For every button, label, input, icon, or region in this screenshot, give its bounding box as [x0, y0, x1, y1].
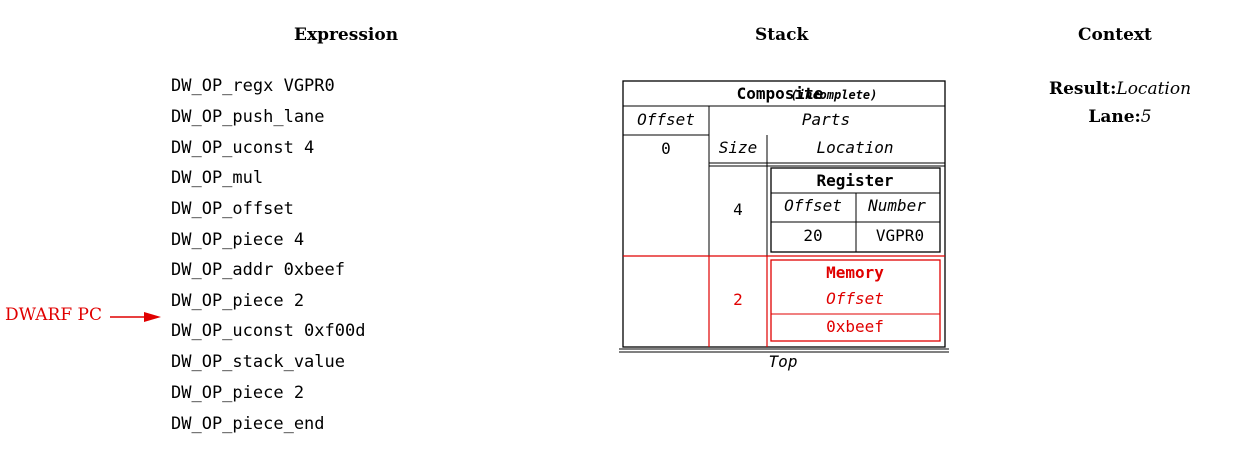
- expression-op: DW_OP_addr 0xbeef: [171, 260, 345, 280]
- memory-title: Memory: [826, 263, 884, 282]
- memory-offset-header: Offset: [826, 289, 884, 308]
- location-header: Location: [816, 138, 893, 157]
- register-offset-value: 20: [803, 226, 822, 245]
- expression-op: DW_OP_offset: [171, 199, 294, 219]
- memory-box: [770, 259, 941, 342]
- memory-offset-value: 0xbeef: [826, 317, 884, 336]
- lane-label: Lane:: [1088, 107, 1141, 127]
- composite-box: [622, 80, 946, 348]
- top-label: Top: [769, 352, 798, 371]
- composite-status: (incomplete): [791, 88, 878, 102]
- result-value: Location: [1116, 79, 1192, 99]
- part-size: 2: [733, 290, 743, 309]
- expression-header: Expression: [294, 25, 399, 45]
- register-title: Register: [816, 171, 893, 190]
- composite-title: Composite: [737, 84, 824, 103]
- result-label: Result:: [1048, 79, 1117, 99]
- expression-op: DW_OP_piece 2: [171, 291, 305, 311]
- part-size: 4: [733, 200, 743, 219]
- expression-op-current: DW_OP_uconst 0xf00d: [171, 321, 366, 341]
- lane-value: 5: [1140, 107, 1152, 127]
- dwarf-pc-label: DWARF PC: [5, 305, 102, 325]
- register-number-value: VGPR0: [876, 226, 924, 245]
- pc-arrow-icon: [110, 312, 161, 322]
- expression-op: DW_OP_regx VGPR0: [171, 76, 335, 96]
- stack-header: Stack: [755, 25, 809, 45]
- expression-op: DW_OP_piece 2: [171, 383, 305, 403]
- expression-op: DW_OP_piece 4: [171, 230, 305, 250]
- context-result: Result:Location: [1040, 79, 1200, 99]
- offset-value: 0: [661, 139, 671, 158]
- expression-op: DW_OP_push_lane: [171, 107, 325, 127]
- parts-header: Parts: [802, 110, 850, 129]
- context-lane: Lane:5: [1040, 107, 1200, 127]
- size-header: Size: [719, 138, 758, 157]
- offset-header: Offset: [637, 110, 695, 129]
- expression-op: DW_OP_mul: [171, 168, 264, 188]
- expression-op: DW_OP_piece_end: [171, 414, 325, 434]
- register-number-header: Number: [867, 196, 926, 215]
- context-header: Context: [1078, 25, 1152, 45]
- register-offset-header: Offset: [784, 196, 842, 215]
- expression-op: DW_OP_uconst 4: [171, 138, 315, 158]
- expression-op: DW_OP_stack_value: [171, 352, 345, 372]
